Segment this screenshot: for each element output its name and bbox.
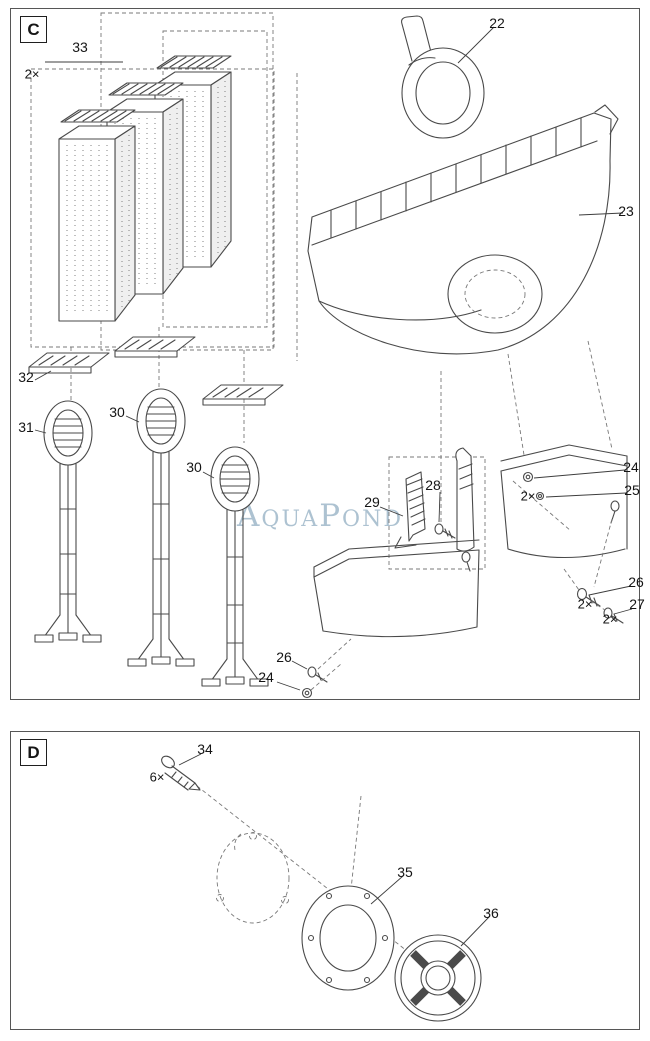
flange-ring-drawing	[301, 885, 395, 991]
panel-c: C AquaPond	[10, 8, 645, 700]
slotted-plates-drawing	[28, 336, 284, 406]
diagram-d-drawing	[161, 753, 490, 1022]
part-label-24-bottom: 24	[258, 669, 274, 685]
quantity-label-24: 2×	[520, 488, 536, 504]
part-label-31: 31	[18, 419, 34, 435]
part-label-25: 25	[624, 482, 640, 498]
quantity-label-33: 2×	[24, 66, 40, 82]
clamp-ring-drawing	[401, 15, 485, 139]
screw-drawing	[161, 755, 201, 791]
gasket-drawing	[216, 832, 290, 924]
panel-c-letter: C	[20, 16, 47, 43]
part-label-29: 29	[364, 494, 380, 510]
foam-blocks-drawing	[58, 55, 232, 322]
part-label-24: 24	[623, 459, 639, 475]
part-label-26-bottom: 26	[276, 649, 292, 665]
container-rim-drawing	[500, 444, 628, 588]
part-label-35: 35	[397, 864, 413, 880]
part-label-30b: 30	[186, 459, 202, 475]
quantity-label-34: 6×	[149, 769, 165, 785]
leader-lines	[34, 26, 633, 691]
panel-d: D	[10, 731, 640, 1030]
part-label-28: 28	[425, 477, 441, 493]
part-label-36: 36	[483, 905, 499, 921]
housing-drawing	[307, 104, 619, 355]
diagram-c-drawing	[28, 12, 633, 699]
cover-drawing	[394, 934, 482, 1022]
bracket-drawing	[388, 447, 486, 572]
tray-corner-drawing	[313, 539, 480, 638]
part-label-23: 23	[618, 203, 634, 219]
part-label-22: 22	[489, 15, 505, 31]
panel-d-letter: D	[20, 739, 47, 766]
foam-holder-towers-drawing	[34, 388, 269, 687]
leader-lines-d	[178, 753, 490, 947]
screws-26-24-bottom-drawing	[301, 638, 352, 699]
screws-26-27-drawing	[563, 568, 624, 624]
part-label-26: 26	[628, 574, 644, 590]
part-label-32: 32	[18, 369, 34, 385]
quantity-label-27: 2×	[602, 611, 618, 627]
part-label-34: 34	[197, 741, 213, 757]
part-label-33: 33	[72, 39, 88, 55]
quantity-label-26: 2×	[577, 596, 593, 612]
part-label-30a: 30	[109, 404, 125, 420]
part-label-27: 27	[629, 596, 645, 612]
watermark-aquapond: AquaPond	[237, 498, 403, 534]
